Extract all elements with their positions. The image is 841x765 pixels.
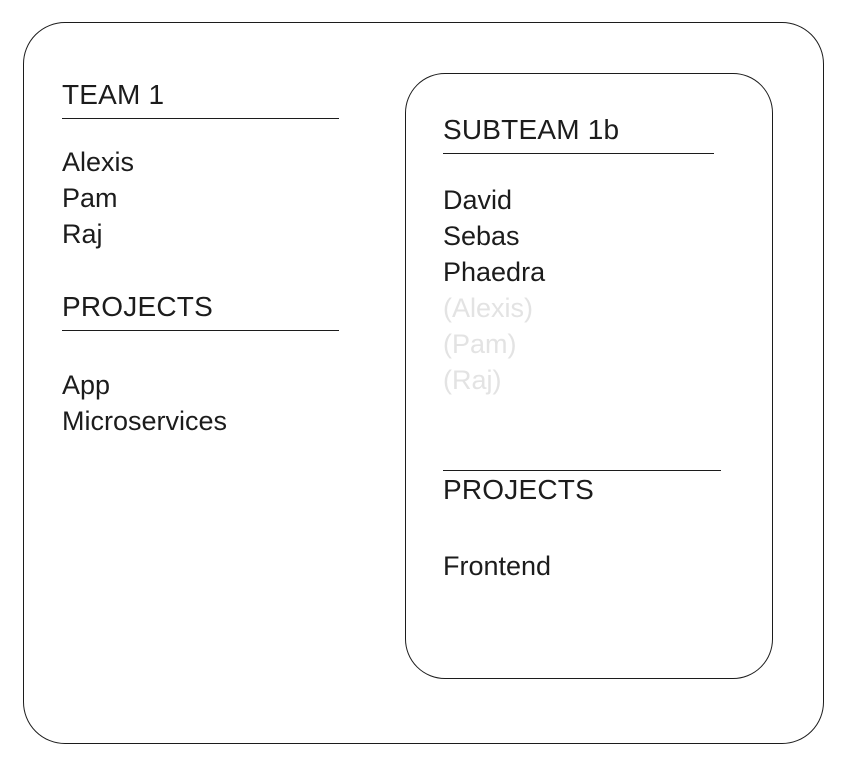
team-header: TEAM 1 — [62, 78, 339, 119]
subteam-header-rule — [443, 153, 714, 154]
subteam-projects-title-label: PROJECTS — [443, 474, 594, 505]
team-header-rule — [62, 118, 339, 119]
subteam-name-label: SUBTEAM 1b — [443, 114, 620, 145]
team-project-item: Microservices — [62, 406, 228, 436]
team-project-list: App Microservices — [62, 367, 227, 439]
subteam-member-item: David — [443, 185, 513, 215]
subteam-projects-header: PROJECTS — [443, 470, 721, 507]
team-projects-rule — [62, 330, 339, 331]
subteam-inherited-member-item: (Pam) — [443, 329, 517, 359]
team-member-item: Pam — [62, 183, 118, 213]
subteam-header: SUBTEAM 1b — [443, 113, 714, 154]
team-name-label: TEAM 1 — [62, 79, 165, 110]
subteam-project-list: Frontend — [443, 548, 551, 584]
subteam-projects-rule — [443, 470, 721, 471]
subteam-inherited-member-item: (Raj) — [443, 365, 502, 395]
team-project-item: App — [62, 370, 111, 400]
team-member-item: Alexis — [62, 147, 135, 177]
subteam-member-item: Phaedra — [443, 257, 546, 287]
team-member-item: Raj — [62, 219, 103, 249]
team-projects-header: PROJECTS — [62, 290, 339, 331]
subteam-member-list: David Sebas Phaedra (Alexis) (Pam) (Raj) — [443, 182, 545, 398]
subteam-container — [405, 73, 773, 679]
team-member-list: Alexis Pam Raj — [62, 144, 134, 252]
subteam-inherited-member-item: (Alexis) — [443, 293, 534, 323]
team-projects-title-label: PROJECTS — [62, 291, 213, 322]
subteam-member-item: Sebas — [443, 221, 520, 251]
subteam-project-item: Frontend — [443, 551, 552, 581]
